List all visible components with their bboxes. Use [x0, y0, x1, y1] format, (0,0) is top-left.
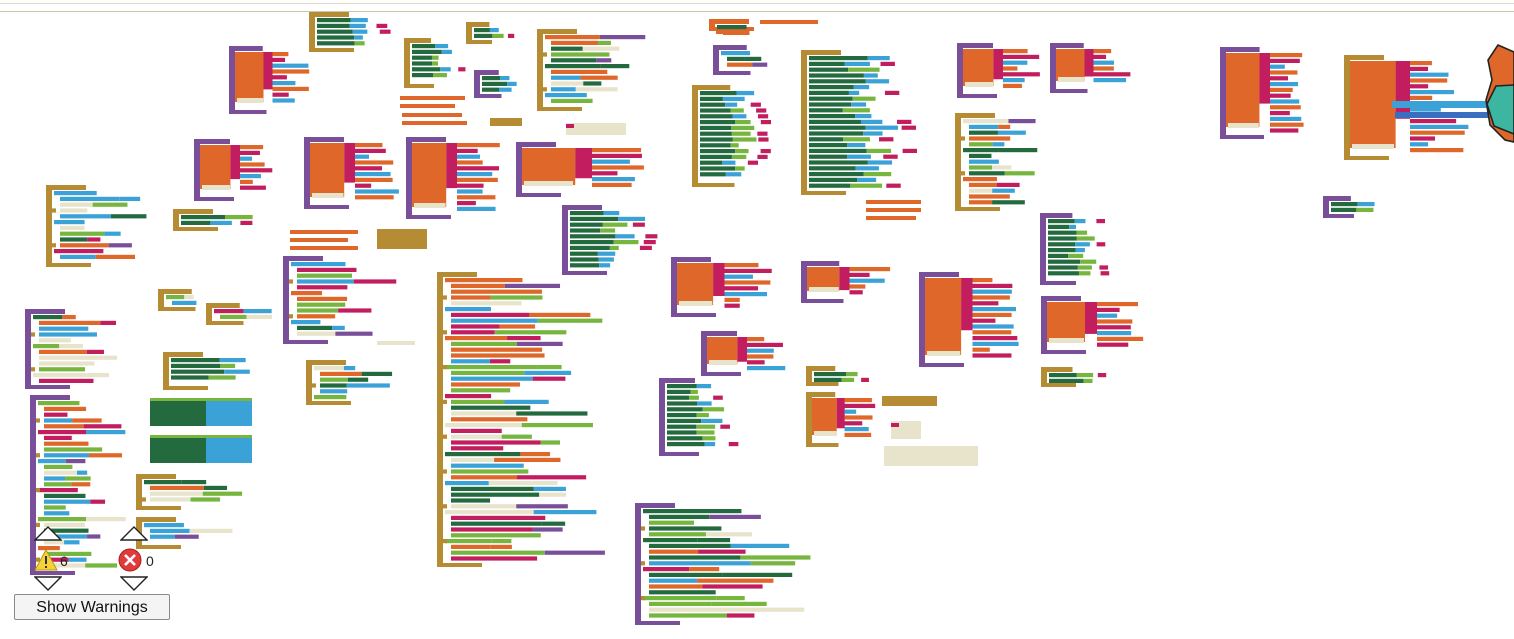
- warning-next-arrow-icon[interactable]: [34, 576, 62, 591]
- error-count: 0: [146, 553, 154, 569]
- error-x-circle-icon: [118, 548, 142, 572]
- warning-prev-arrow-icon[interactable]: [34, 526, 62, 541]
- show-warnings-button[interactable]: Show Warnings: [14, 594, 170, 620]
- warning-count: 6: [60, 553, 68, 569]
- error-next-arrow-icon[interactable]: [120, 576, 148, 591]
- error-prev-arrow-icon[interactable]: [120, 526, 148, 541]
- blocks-canvas[interactable]: [0, 12, 1514, 639]
- blocks-workspace[interactable]: [0, 12, 1514, 639]
- workspace-top-border: [0, 0, 1514, 12]
- warning-triangle-icon: [34, 548, 58, 571]
